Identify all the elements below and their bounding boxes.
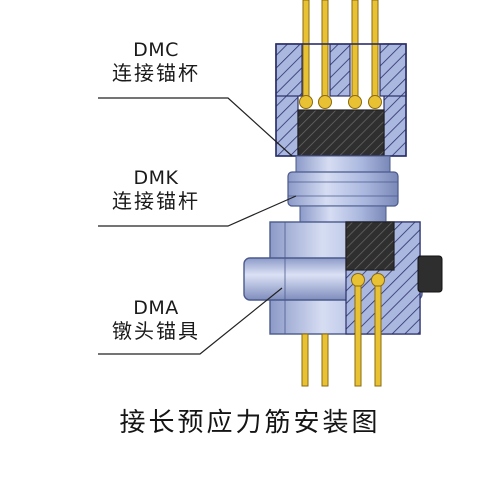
label-dma: DMA 镦头锚具 <box>96 297 216 343</box>
label-dmk: DMK 连接锚杆 <box>96 167 216 213</box>
anchor-thread-core <box>345 221 395 271</box>
upper-wire-heads <box>299 95 382 109</box>
leader-dma <box>98 287 283 355</box>
wire <box>354 285 362 387</box>
wire <box>321 0 329 97</box>
dmk-anchor-rod <box>287 155 399 223</box>
cup-top-mid <box>329 43 351 97</box>
dma-upset-head-anchor <box>243 221 443 335</box>
wire <box>351 0 359 97</box>
leader-dmk <box>98 195 297 227</box>
wire <box>374 285 382 387</box>
wire-head <box>371 273 385 287</box>
label-dmk-code: DMK <box>133 167 179 189</box>
figure-caption: 接长预应力筋安装图 <box>119 408 381 438</box>
rod-lower-neck <box>299 205 387 223</box>
rod-neck <box>295 155 391 173</box>
anchor-nut <box>417 255 443 293</box>
wire <box>302 0 310 97</box>
label-dmk-name: 连接锚杆 <box>112 188 200 213</box>
leader-dmc <box>98 97 293 157</box>
leader-lines <box>98 97 297 355</box>
wire-head <box>351 273 365 287</box>
wire-head <box>299 95 313 109</box>
label-dma-code: DMA <box>133 297 179 319</box>
wire-head <box>318 95 332 109</box>
label-dmc-name: 连接锚杯 <box>112 60 200 85</box>
wire <box>301 333 309 387</box>
cup-threaded-core <box>297 109 385 157</box>
label-dma-name: 镦头锚具 <box>112 318 200 343</box>
wire-head <box>368 95 382 109</box>
label-dmc-code: DMC <box>133 39 179 61</box>
wire-head <box>348 95 362 109</box>
wire <box>371 0 379 97</box>
lower-wires <box>301 285 382 387</box>
dmc-anchor-cup <box>275 43 407 157</box>
rod-collar <box>287 171 399 207</box>
label-dmc: DMC 连接锚杯 <box>96 39 216 85</box>
cup-top-right <box>379 43 407 97</box>
wire <box>321 333 329 387</box>
cup-top-left <box>275 43 303 97</box>
